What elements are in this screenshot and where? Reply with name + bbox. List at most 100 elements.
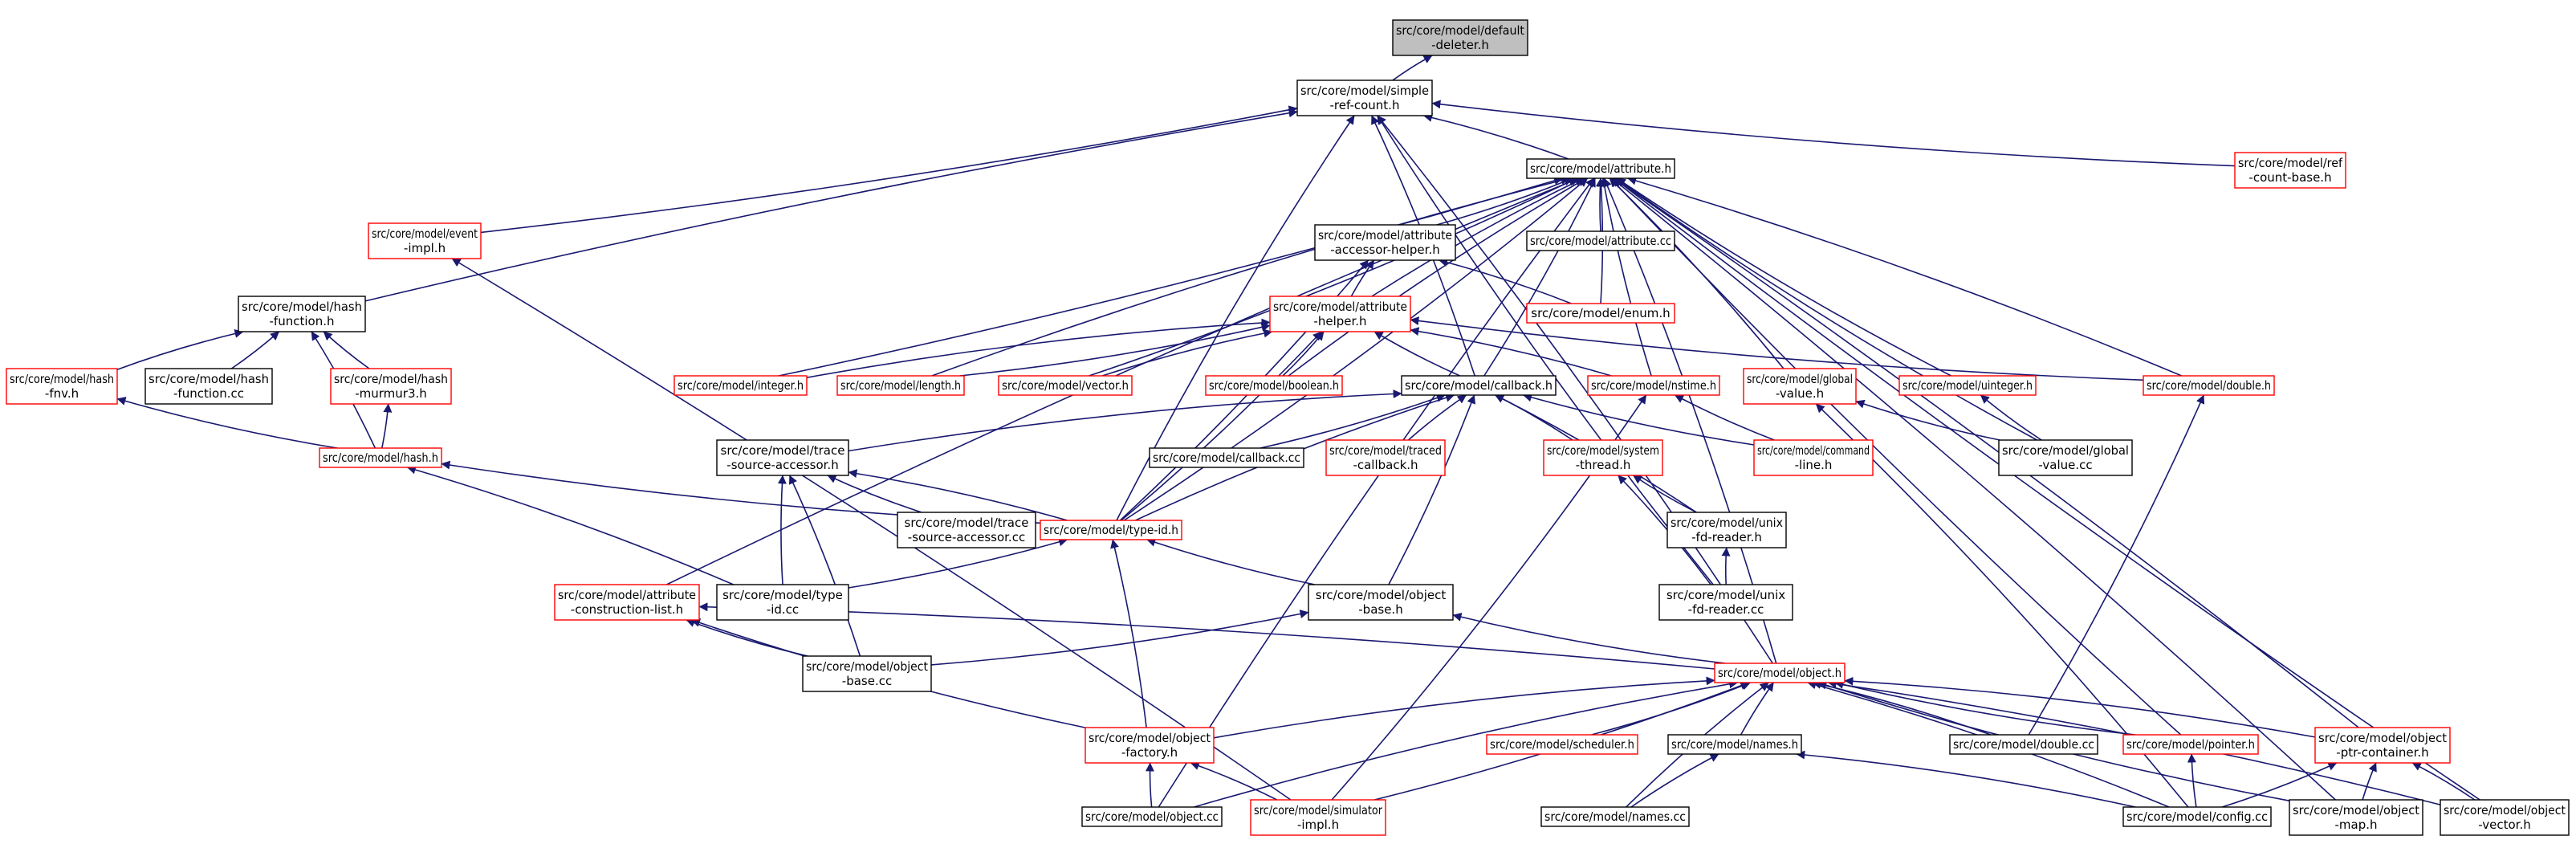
node-vector[interactable]: src/core/model/vector.h: [998, 375, 1133, 396]
node-label-line: -ref-count.h: [1330, 98, 1400, 112]
node-label-line: src/core/model/config.cc: [2126, 809, 2268, 824]
node-global-value-cc[interactable]: src/core/model/global-value.cc: [1998, 439, 2133, 476]
node-box: [1526, 303, 1675, 324]
node-box: [1898, 375, 2037, 396]
node-label-line: -vector.h: [2478, 817, 2531, 832]
node-callback[interactable]: src/core/model/callback.h: [1401, 375, 1557, 396]
node-label-line: src/core/model/callback.cc: [1153, 451, 1300, 465]
node-label-line: -function.cc: [173, 386, 244, 401]
node-attribute-helper[interactable]: src/core/model/attribute-helper.h: [1269, 296, 1411, 332]
nodes-layer: src/core/model/default-deleter.h src/core…: [6, 19, 2570, 836]
node-box: [1040, 520, 1182, 540]
node-label-line: -source-accessor.cc: [908, 530, 1025, 544]
node-label-line: src/core/model/nstime.h: [1591, 378, 1716, 393]
edge-attribute-helper-to-attribute: [1371, 177, 1584, 297]
node-length[interactable]: src/core/model/length.h: [836, 375, 965, 396]
node-command-line[interactable]: src/core/model/command-line.h: [1753, 439, 1874, 476]
node-box: [2143, 375, 2275, 396]
node-label-line: -line.h: [1795, 458, 1833, 472]
node-label-line: src/core/model/object: [2293, 803, 2419, 817]
node-attribute[interactable]: src/core/model/attribute.h: [1526, 158, 1675, 179]
node-hash-fnv[interactable]: src/core/model/hash-fnv.h: [6, 368, 118, 405]
edge-vector-to-attribute-helper: [1101, 328, 1273, 377]
edge-nstime-to-attribute: [1600, 177, 1652, 377]
edge-boolean-to-attribute: [1288, 177, 1587, 377]
edge-double-to-attribute-helper: [1410, 316, 2144, 381]
node-scheduler[interactable]: src/core/model/scheduler.h: [1486, 734, 1638, 755]
edges-layer: [116, 55, 2480, 808]
node-unix-fd-reader[interactable]: src/core/model/unix-fd-reader.h: [1666, 512, 1787, 548]
node-simple-ref-count[interactable]: src/core/model/simple-ref-count.h: [1296, 80, 1433, 116]
node-label-line: src/core/model/double.h: [2147, 378, 2271, 393]
node-nstime[interactable]: src/core/model/nstime.h: [1587, 375, 1720, 396]
edge-command-line-to-callback: [1523, 393, 1755, 446]
node-event-impl[interactable]: src/core/model/event-impl.h: [368, 222, 482, 259]
node-type-id[interactable]: src/core/model/type-id.h: [1040, 520, 1182, 540]
edge-double-cc-to-double: [2028, 394, 2205, 736]
edge-enum-to-attribute-accessor-helper: [1439, 258, 1572, 304]
node-integer[interactable]: src/core/model/integer.h: [674, 375, 808, 396]
node-box: [6, 368, 118, 405]
node-enum[interactable]: src/core/model/enum.h: [1526, 303, 1675, 324]
node-label-line: src/core/model/attribute.h: [1530, 161, 1671, 176]
node-box: [1540, 806, 1690, 827]
node-boolean[interactable]: src/core/model/boolean.h: [1205, 375, 1343, 396]
node-object-cc[interactable]: src/core/model/object.cc: [1081, 806, 1223, 827]
node-object[interactable]: src/core/model/object.h: [1714, 663, 1846, 683]
node-label-line: src/core/model/trace: [721, 443, 845, 458]
node-uinteger[interactable]: src/core/model/uinteger.h: [1898, 375, 2037, 396]
node-traced-callback[interactable]: src/core/model/traced-callback.h: [1325, 439, 1446, 476]
node-hash-function-cc[interactable]: src/core/model/hash-function.cc: [144, 368, 273, 405]
node-label-line: -base.h: [1358, 602, 1402, 617]
node-attribute-construction-list[interactable]: src/core/model/attribute-construction-li…: [554, 584, 700, 621]
node-object-map[interactable]: src/core/model/object-map.h: [2289, 799, 2423, 836]
node-type-id-cc[interactable]: src/core/model/type-id.cc: [716, 584, 849, 621]
node-trace-source-accessor[interactable]: src/core/model/trace-source-accessor.h: [716, 439, 849, 476]
node-box: [1296, 80, 1433, 116]
node-default-deleter: src/core/model/default-deleter.h: [1392, 19, 1528, 56]
node-simulator-impl[interactable]: src/core/model/simulator-impl.h: [1250, 799, 1386, 836]
node-label-line: -ptr-container.h: [2336, 745, 2428, 760]
node-attribute-accessor-helper[interactable]: src/core/model/attribute-accessor-helper…: [1314, 224, 1456, 261]
node-label-line: -base.cc: [842, 674, 892, 688]
node-box: [897, 512, 1036, 548]
node-attribute-cc[interactable]: src/core/model/attribute.cc: [1526, 230, 1675, 251]
node-ref-count-base[interactable]: src/core/model/ref-count-base.h: [2234, 152, 2346, 189]
node-hash[interactable]: src/core/model/hash.h: [319, 447, 442, 468]
node-config-cc[interactable]: src/core/model/config.cc: [2122, 806, 2272, 827]
node-box: [2234, 152, 2346, 189]
node-hash-function[interactable]: src/core/model/hash-function.h: [238, 296, 366, 332]
node-box: [1753, 439, 1874, 476]
node-label-line: -impl.h: [404, 241, 446, 255]
node-box: [1949, 734, 2098, 755]
node-double-cc[interactable]: src/core/model/double.cc: [1949, 734, 2098, 755]
node-box: [554, 584, 700, 621]
node-label-line: src/core/model/hash: [242, 300, 362, 314]
node-hash-murmur3[interactable]: src/core/model/hash-murmur3.h: [330, 368, 452, 405]
node-system-thread[interactable]: src/core/model/system-thread.h: [1543, 439, 1663, 476]
edge-object-factory-to-object: [1213, 676, 1715, 739]
node-label-line: src/core/model/enum.h: [1531, 306, 1670, 320]
node-names-cc[interactable]: src/core/model/names.cc: [1540, 806, 1690, 827]
edge-simulator-impl-to-event-impl: [451, 258, 1292, 801]
node-object-base[interactable]: src/core/model/object-base.h: [1308, 584, 1454, 621]
node-trace-source-accessor-cc[interactable]: src/core/model/trace-source-accessor.cc: [897, 512, 1036, 548]
node-object-base-cc[interactable]: src/core/model/object-base.cc: [802, 655, 932, 692]
node-pointer[interactable]: src/core/model/pointer.h: [2122, 734, 2259, 755]
node-box: [1085, 727, 1215, 764]
node-box: [2122, 734, 2259, 755]
node-global-value[interactable]: src/core/model/global-value.h: [1743, 368, 1857, 405]
node-object-factory[interactable]: src/core/model/object-factory.h: [1085, 727, 1215, 764]
node-unix-fd-reader-cc[interactable]: src/core/model/unix-fd-reader.cc: [1658, 584, 1793, 621]
node-object-vector[interactable]: src/core/model/object-vector.h: [2440, 799, 2570, 836]
node-callback-cc[interactable]: src/core/model/callback.cc: [1149, 447, 1304, 468]
edge-ref-count-base-to-simple-ref-count: [1431, 100, 2236, 167]
node-double[interactable]: src/core/model/double.h: [2143, 375, 2275, 396]
edge-type-id-cc-to-type-id: [848, 537, 1068, 589]
node-box: [716, 584, 849, 621]
node-names[interactable]: src/core/model/names.h: [1667, 734, 1802, 755]
node-label-line: src/core/model/pointer.h: [2126, 737, 2255, 752]
node-label-line: -id.cc: [767, 602, 799, 617]
node-object-ptr-container[interactable]: src/core/model/object-ptr-container.h: [2314, 727, 2451, 764]
node-label-line: src/core/model/callback.h: [1405, 378, 1553, 393]
